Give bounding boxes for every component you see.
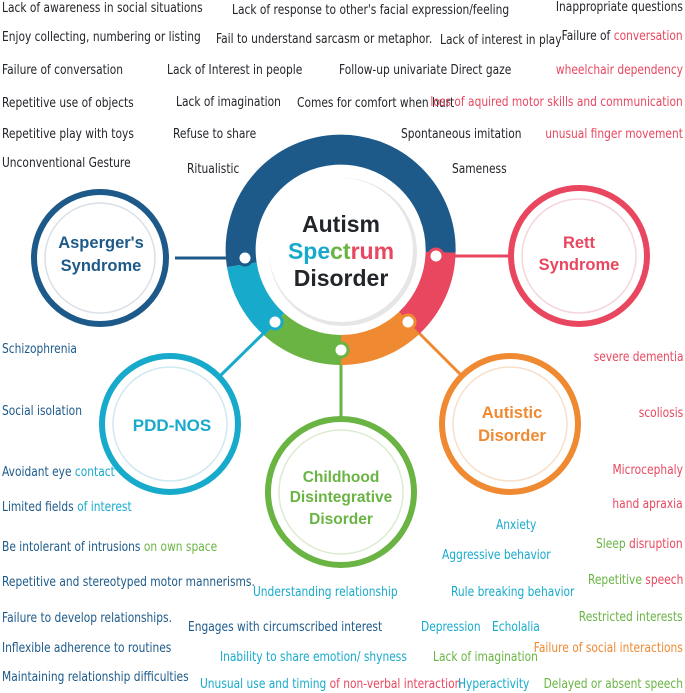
node-childhood-line2: Disintegrative — [290, 489, 393, 506]
label-limited-fields: Limited fields of interest — [2, 500, 132, 515]
label-failure-conversation-right: Failure of conversation — [561, 29, 683, 44]
label-repetitive-objects: Repetitive use of objects — [2, 96, 134, 111]
node-autistic-line2: Disorder — [478, 427, 546, 445]
label-scoliosis: scoliosis — [638, 406, 683, 421]
label-failure-relationships: Failure to develop relationships. — [2, 611, 172, 626]
ring-segment-green — [264, 312, 342, 365]
label-repetitive-play: Repetitive play with toys — [2, 127, 134, 142]
label-failure-conversation-left: Failure of conversation — [2, 63, 124, 78]
node-asperger-line1: Asperger's — [58, 234, 144, 252]
label-unusual-finger: unusual finger movement — [545, 127, 683, 142]
label-social-isolation: Social isolation — [2, 404, 82, 419]
node-autistic-ring — [439, 353, 581, 495]
node-rett-line1: Rett — [563, 234, 596, 252]
center-title-line3: Disorder — [294, 265, 389, 291]
label-inability-share-emotion: Inability to share emotion/ shyness — [220, 650, 407, 665]
ring-dot-childhood — [332, 341, 350, 359]
label-refuse-share: Refuse to share — [173, 127, 257, 142]
ring-segment-navy — [225, 134, 456, 268]
ring-segment-orange — [340, 311, 420, 365]
label-lack-imagination-bottom: Lack of imagination — [433, 650, 538, 665]
node-rett-line2: Syndrome — [539, 256, 620, 274]
label-anxiety: Anxiety — [496, 518, 537, 533]
node-asperger-line2: Syndrome — [61, 257, 142, 275]
label-sleep-disruption: Sleep disruption — [596, 537, 683, 552]
label-loss-motor-skills: loss of aquired motor skills and communi… — [430, 95, 683, 110]
label-repetitive-speech: Repetitive speech — [587, 573, 683, 588]
label-hand-apraxia: hand apraxia — [612, 497, 683, 512]
center-title-line1: Autism — [302, 211, 380, 237]
label-avoidant-eye: Avoidant eye contact — [2, 465, 115, 480]
label-hyperactivity: Hyperactivity — [458, 677, 530, 692]
node-rett-ring — [508, 185, 650, 327]
label-understanding-relationship: Understanding relationship — [253, 585, 398, 600]
label-enjoy-collecting: Enjoy collecting, numbering or listing — [2, 30, 201, 45]
label-lack-interest-people: Lack of Interest in people — [167, 63, 303, 78]
node-autistic-line1: Autistic — [482, 404, 543, 422]
label-comes-comfort: Comes for comfort when hurt — [297, 96, 455, 111]
label-intolerant-intrusions: Be intolerant of intrusions on own space — [2, 540, 218, 555]
center-title-line2: Spectrum — [288, 238, 394, 264]
label-sameness: Sameness — [452, 162, 507, 177]
node-asperger-ring — [31, 189, 169, 327]
node-childhood-ring — [265, 416, 417, 568]
ring-dot-pddnos — [266, 313, 284, 331]
ring-dot-rett — [427, 247, 445, 265]
label-circumscribed-interest: Engages with circumscribed interest — [188, 620, 383, 635]
node-childhood-line1: Childhood — [303, 469, 380, 486]
label-failure-social-interactions: Failure of social interactions — [533, 641, 683, 656]
label-stereotyped-motor: Repetitive and stereotyped motor manneri… — [2, 575, 255, 590]
label-severe-dementia: severe dementia — [593, 350, 683, 365]
label-lack-awareness: Lack of awareness in social situations — [2, 1, 203, 16]
label-lack-response: Lack of response to other's facial expre… — [232, 3, 510, 18]
center-disk — [269, 178, 413, 322]
label-aggressive-behavior: Aggressive behavior — [442, 548, 551, 563]
node-pddnos-ring — [99, 353, 241, 495]
label-lack-interest-play: Lack of interest in play — [440, 33, 562, 48]
label-inappropriate-questions: Inappropriate questions — [555, 0, 683, 15]
ring-segment-teal — [226, 262, 285, 336]
label-delayed-speech: Delayed or absent speech — [543, 677, 683, 692]
node-pddnos-line1: PDD-NOS — [133, 416, 211, 435]
label-unconventional-gesture: Unconventional Gesture — [2, 156, 131, 171]
label-ritualistic: Ritualistic — [187, 162, 240, 177]
label-direct-gaze: Follow-up univariate Direct gaze — [339, 63, 512, 78]
label-unusual-nonverbal: Unusual use and timing of non-verbal int… — [200, 677, 462, 692]
label-depression: Depression — [421, 620, 481, 635]
label-wheelchair: wheelchair dependency — [555, 63, 683, 78]
ring-dot-autistic — [399, 313, 417, 331]
label-fail-sarcasm: Fail to understand sarcasm or metaphor. — [216, 32, 433, 47]
label-schizophrenia: Schizophrenia — [2, 342, 77, 357]
label-maintaining-relationship: Maintaining relationship difficulties — [2, 670, 189, 685]
label-microcephaly: Microcephaly — [612, 463, 683, 478]
label-inflexible-routines: Inflexible adherence to routines — [2, 641, 172, 656]
ring-dot-asperger — [236, 249, 254, 267]
label-lack-imagination-top: Lack of imagination — [176, 95, 281, 110]
label-echolalia: Echolalia — [492, 620, 540, 635]
label-rule-breaking: Rule breaking behavior — [451, 585, 575, 600]
node-childhood-line3: Disorder — [309, 511, 373, 528]
label-spontaneous-imitation: Spontaneous imitation — [401, 127, 522, 142]
label-restricted-interests: Restricted interests — [579, 610, 683, 625]
